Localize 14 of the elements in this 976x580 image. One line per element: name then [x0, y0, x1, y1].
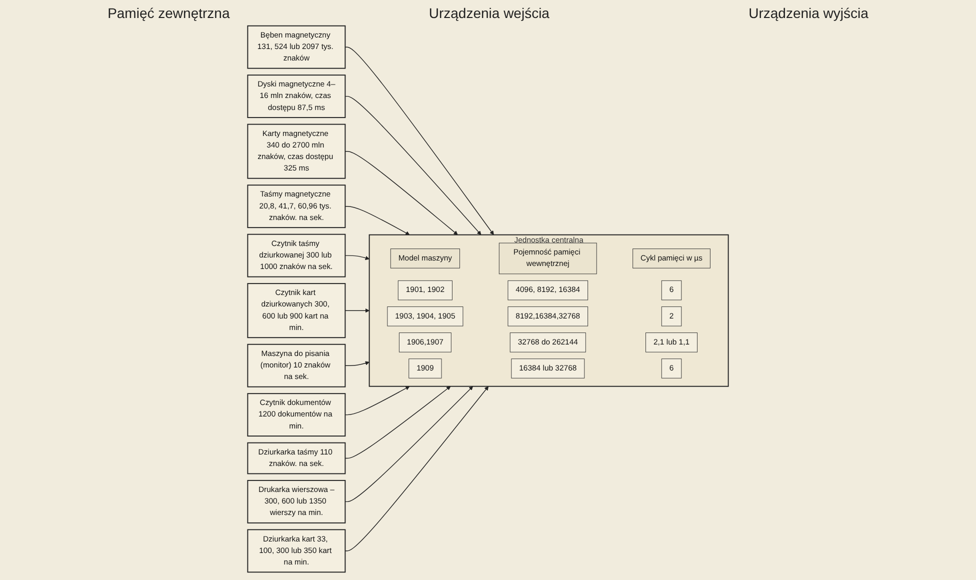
arrow — [344, 255, 370, 260]
arrow — [344, 206, 410, 235]
arrow — [344, 386, 489, 552]
arrow — [344, 361, 370, 366]
arrow — [344, 150, 458, 235]
arrow — [344, 46, 494, 235]
arrow — [344, 386, 410, 416]
arrow — [344, 386, 451, 459]
group-heading: Urządzenia wejścia — [428, 4, 550, 22]
group-heading: Pamięć zewnętrzna — [106, 4, 231, 22]
arrow — [344, 308, 370, 313]
group-heading: Urządzenia wyjścia — [748, 4, 870, 22]
arrow — [344, 386, 474, 502]
arrow — [344, 96, 482, 235]
